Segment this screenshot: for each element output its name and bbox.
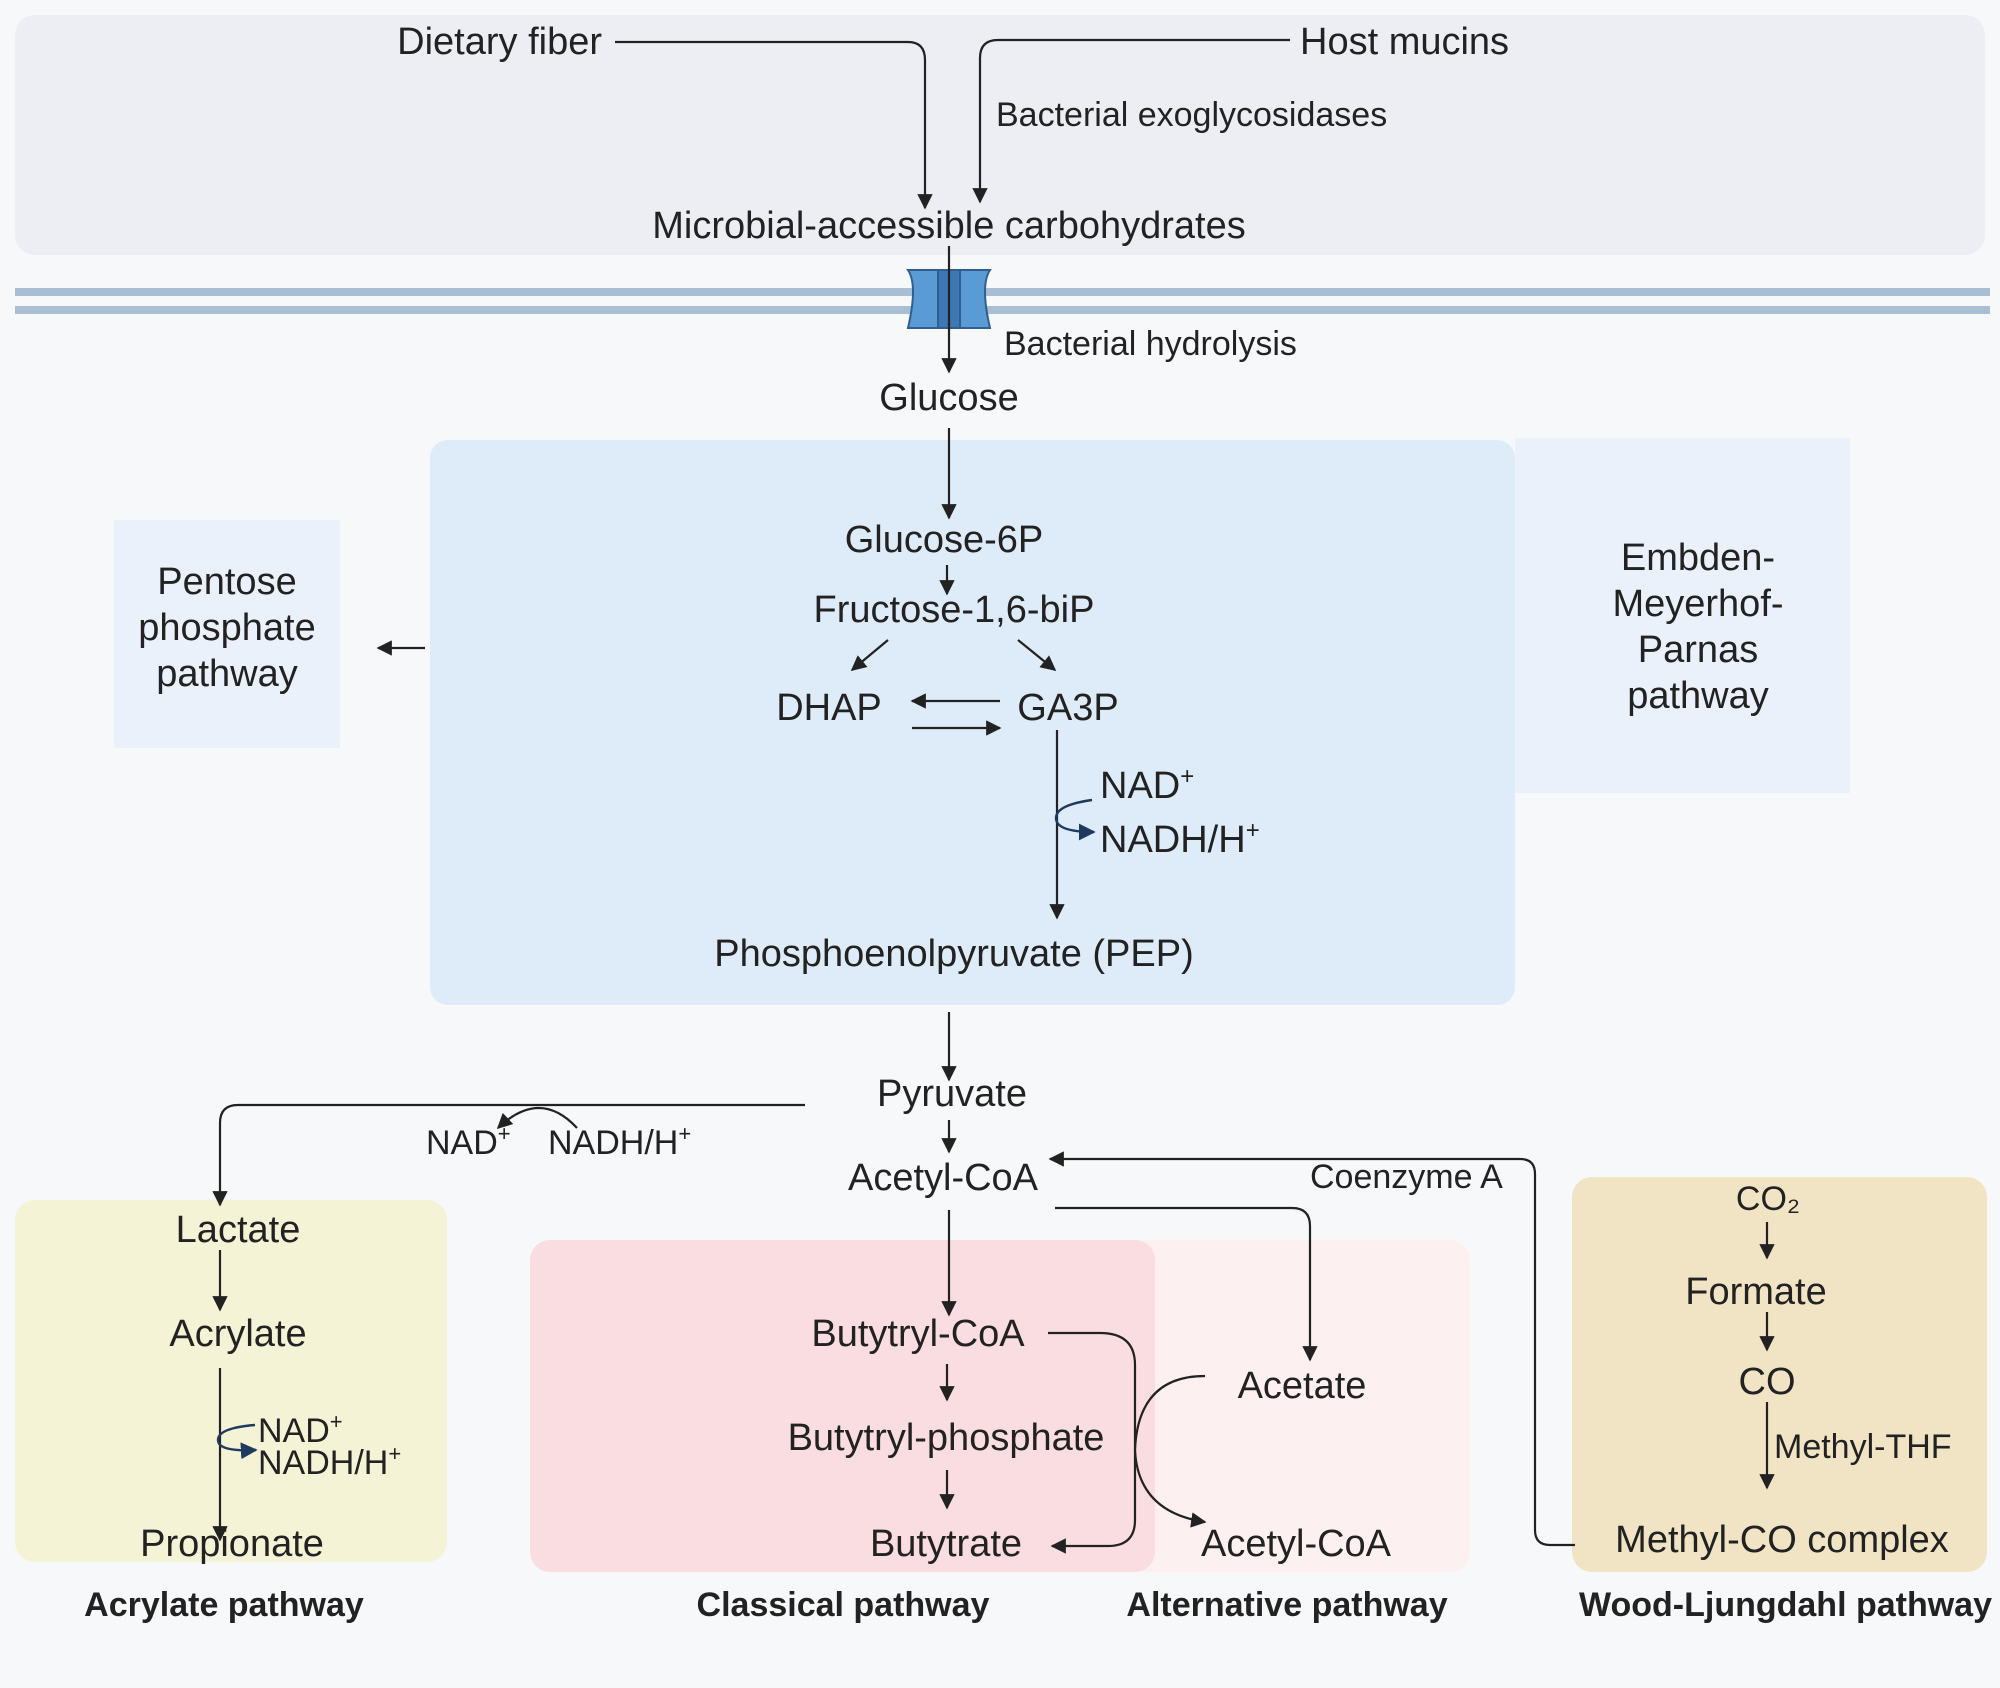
- pyruvate-nadh-label: NADH/H+: [548, 1121, 691, 1162]
- butyryl-coa-label: Butytryl-CoA: [811, 1313, 1025, 1355]
- svg-text:pathway: pathway: [156, 653, 298, 695]
- ppp-region: [114, 520, 340, 748]
- fructose-label: Fructose-1,6-biP: [814, 589, 1095, 631]
- emp-region: [430, 440, 1515, 1005]
- svg-text:Embden-: Embden-: [1621, 537, 1775, 579]
- svg-text:Parnas: Parnas: [1638, 629, 1758, 671]
- wood-ljungdahl-title: Wood-Ljungdahl pathway: [1579, 1586, 1992, 1624]
- dhap-label: DHAP: [776, 687, 882, 729]
- svg-text:pathway: pathway: [1627, 675, 1769, 717]
- hydrolysis-label: Bacterial hydrolysis: [1004, 325, 1297, 363]
- pep-label: Phosphoenolpyruvate (PEP): [714, 933, 1194, 975]
- emp-title: Embden- Meyerhof- Parnas pathway: [1612, 537, 1783, 717]
- classical-pathway-title: Classical pathway: [697, 1586, 990, 1624]
- methyl-thf-label: Methyl-THF: [1774, 1428, 1952, 1466]
- cell-membrane: [15, 288, 1990, 314]
- mac-label: Microbial-accessible carbohydrates: [652, 205, 1245, 247]
- classical-region: [530, 1240, 1155, 1572]
- acetyl-coa-label: Acetyl-CoA: [848, 1157, 1039, 1199]
- butyryl-phosphate-label: Butytryl-phosphate: [788, 1417, 1105, 1459]
- svg-text:phosphate: phosphate: [138, 607, 316, 649]
- wood-ljungdahl-region: [1572, 1177, 1987, 1572]
- svg-text:Meyerhof-: Meyerhof-: [1612, 583, 1783, 625]
- acrylate-label: Acrylate: [169, 1313, 306, 1355]
- svg-text:Pentose: Pentose: [157, 561, 296, 603]
- ga3p-label: GA3P: [1017, 687, 1118, 729]
- co2-label: CO₂: [1736, 1180, 1800, 1218]
- acrylate-pathway-title: Acrylate pathway: [84, 1586, 364, 1624]
- glucose-label: Glucose: [879, 377, 1018, 419]
- acrylate-region: [15, 1200, 447, 1562]
- coenzyme-a-label: Coenzyme A: [1310, 1158, 1503, 1196]
- acrylate-nadh-label: NADH/H+: [258, 1441, 401, 1482]
- arrows: [212, 38, 1775, 1554]
- emp-nadh-label: NADH/H+: [1100, 817, 1260, 861]
- lactate-label: Lactate: [176, 1209, 301, 1251]
- acrylate-nad-label: NAD+: [258, 1409, 343, 1450]
- glucose-6p-label: Glucose-6P: [845, 519, 1044, 561]
- butyrate-label: Butytrate: [870, 1523, 1022, 1565]
- alternative-pathway-title: Alternative pathway: [1126, 1586, 1447, 1624]
- acetate-label: Acetate: [1238, 1365, 1367, 1407]
- propionate-label: Propionate: [140, 1523, 324, 1565]
- host-mucins-label: Host mucins: [1300, 21, 1509, 63]
- dietary-fiber-label: Dietary fiber: [397, 21, 602, 63]
- ppp-title: Pentose phosphate pathway: [138, 561, 316, 695]
- alt-acetyl-coa-label: Acetyl-CoA: [1201, 1523, 1392, 1565]
- pyruvate-label: Pyruvate: [877, 1073, 1027, 1115]
- lumen-region: [15, 15, 1985, 255]
- formate-label: Formate: [1685, 1271, 1826, 1313]
- pyruvate-nad-label: NAD+: [426, 1121, 511, 1162]
- emp-nad-label: NAD+: [1100, 763, 1194, 807]
- emp-side-panel: [1515, 438, 1850, 793]
- exoglycosidases-label: Bacterial exoglycosidases: [996, 96, 1387, 134]
- methyl-co-label: Methyl-CO complex: [1615, 1519, 1949, 1561]
- co-label: CO: [1739, 1361, 1796, 1403]
